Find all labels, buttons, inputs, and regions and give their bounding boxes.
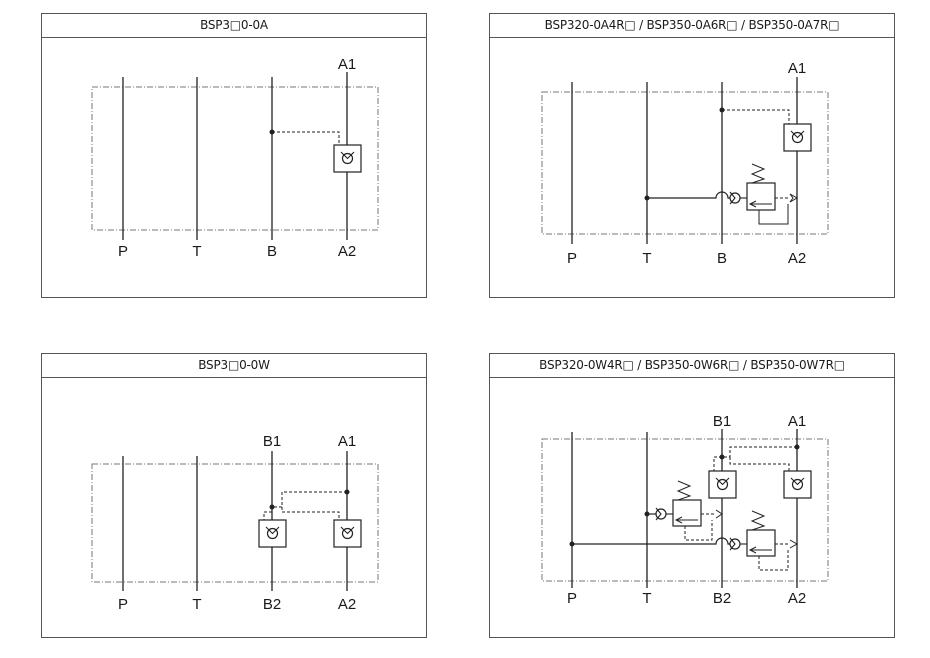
relief-valve-icon [729, 510, 799, 571]
pilot-line [272, 491, 347, 508]
port-label-b1: B1 [263, 433, 281, 450]
pilot-line [729, 457, 790, 471]
pilot-line [722, 109, 790, 124]
pilot-line [713, 456, 722, 471]
port-label-b2: B2 [263, 596, 281, 613]
check-valve-icon [708, 470, 737, 499]
check-valve-icon [333, 144, 362, 173]
port-label-p: P [567, 590, 577, 607]
panel-title: BSP3□0-0W [42, 354, 426, 378]
check-valve-icon [333, 519, 362, 548]
panel-bsp3-0a-relief: BSP320-0A4R□ / BSP350-0A6R□ / BSP350-0A7… [489, 13, 895, 298]
panel-bsp3-0w: BSP3□0-0W P T B2 A2 B1 A1 [41, 353, 427, 638]
port-label-a1: A1 [788, 413, 806, 430]
pressure-line [572, 537, 730, 545]
panel-bsp3-0w-relief: BSP320-0W4R□ / BSP350-0W6R□ / BSP350-0W7… [489, 353, 895, 638]
relief-valve-icon [655, 480, 723, 541]
port-label-b1: B1 [713, 413, 731, 430]
check-valve-icon [258, 519, 287, 548]
port-label-b: B [267, 243, 277, 260]
port-label-t: T [642, 250, 651, 267]
port-label-b2: B2 [713, 590, 731, 607]
port-label-p: P [118, 243, 128, 260]
pilot-line [263, 507, 273, 520]
port-label-t: T [192, 596, 201, 613]
panel-title: BSP320-0W4R□ / BSP350-0W6R□ / BSP350-0W7… [490, 354, 894, 378]
check-valve-icon [783, 123, 812, 152]
port-label-t: T [192, 243, 201, 260]
hydraulic-schematic: P T B A2 A1 [91, 56, 379, 260]
tank-return-line [647, 191, 730, 199]
port-label-a1: A1 [788, 60, 806, 77]
valve-body-outline [91, 463, 379, 583]
pilot-line [722, 446, 797, 458]
panel-title: BSP3□0-0A [42, 14, 426, 38]
check-valve-icon [783, 470, 812, 499]
pilot-line [272, 131, 340, 145]
valve-body-outline [541, 91, 829, 235]
relief-valve-icon [729, 163, 799, 225]
pilot-line [281, 507, 340, 520]
port-label-a2: A2 [788, 590, 806, 607]
hydraulic-schematic: P T B A2 A1 [541, 60, 829, 267]
panel-title: BSP320-0A4R□ / BSP350-0A6R□ / BSP350-0A7… [490, 14, 894, 38]
valve-body-outline [541, 438, 829, 582]
port-label-t: T [642, 590, 651, 607]
port-label-a2: A2 [338, 243, 356, 260]
port-label-a2: A2 [338, 596, 356, 613]
port-label-b: B [717, 250, 727, 267]
valve-body-outline [91, 86, 379, 231]
panel-bsp3-0a: BSP3□0-0A P T B A2 A1 [41, 13, 427, 298]
hydraulic-schematic: P T B2 A2 B1 A1 [541, 413, 829, 607]
port-label-a1: A1 [338, 56, 356, 73]
port-label-a2: A2 [788, 250, 806, 267]
port-label-p: P [567, 250, 577, 267]
hydraulic-schematic: P T B2 A2 B1 A1 [91, 433, 379, 613]
port-label-p: P [118, 596, 128, 613]
port-label-a1: A1 [338, 433, 356, 450]
